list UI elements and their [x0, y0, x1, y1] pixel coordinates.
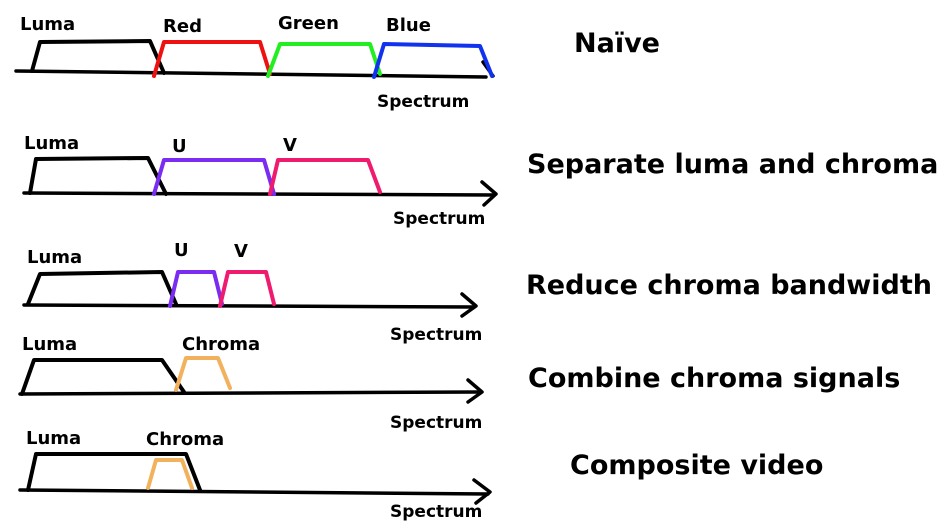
- row-reduce-axis-label: Spectrum: [390, 325, 482, 345]
- row-reduce-caption: Reduce chroma bandwidth: [526, 270, 932, 301]
- row-naive-band-red: [152, 40, 272, 78]
- row-naive-label-green: Green: [278, 13, 339, 34]
- row-separate-band-luma: [28, 156, 168, 196]
- row-naive-band-luma: [30, 39, 166, 75]
- row-naive-label-blue: Blue: [386, 15, 431, 36]
- row-separate-label-u: U: [172, 136, 187, 157]
- row-composite-label-chroma: Chroma: [146, 429, 224, 450]
- row-composite-axis-arrowhead: [472, 478, 492, 505]
- row-reduce-label-luma: Luma: [27, 247, 82, 268]
- row-combine-band-luma: [20, 358, 186, 396]
- row-reduce-band-luma: [26, 270, 178, 306]
- row-combine-axis: [18, 390, 482, 396]
- row-separate-label-luma: Luma: [24, 133, 79, 154]
- row-naive-label-luma: Luma: [20, 14, 75, 35]
- row-combine-axis-arrowhead: [466, 378, 484, 404]
- row-naive-axis-label: Spectrum: [377, 92, 469, 112]
- row-combine-caption: Combine chroma signals: [528, 363, 900, 394]
- row-composite-axis-label: Spectrum: [390, 502, 482, 522]
- row-combine: Luma Chroma Spectrum Combine chroma sign…: [18, 334, 900, 433]
- row-combine-band-chroma: [174, 356, 232, 392]
- row-composite: Luma Chroma Spectrum Composite video: [18, 428, 823, 522]
- row-composite-band-chroma: [146, 458, 194, 490]
- row-naive-axis: [14, 69, 488, 79]
- row-separate-axis-label: Spectrum: [393, 209, 485, 229]
- row-combine-axis-label: Spectrum: [390, 413, 482, 433]
- row-composite-band-luma: [26, 452, 202, 492]
- row-separate: Luma U V Spectrum Separate luma and chro…: [22, 133, 938, 229]
- row-separate-band-u: [152, 158, 276, 196]
- row-reduce-axis-arrowhead: [460, 292, 478, 318]
- row-naive-label-red: Red: [163, 16, 202, 37]
- row-reduce-band-v: [218, 270, 276, 308]
- row-reduce-label-u: U: [174, 240, 189, 261]
- row-composite-label-luma: Luma: [26, 428, 81, 449]
- row-separate-band-v: [268, 158, 382, 196]
- row-composite-axis: [18, 488, 490, 496]
- row-combine-label-chroma: Chroma: [182, 334, 260, 355]
- row-reduce-label-v: V: [234, 241, 248, 262]
- row-naive-band-blue: [372, 42, 494, 79]
- row-separate-label-v: V: [283, 135, 297, 156]
- row-separate-caption: Separate luma and chroma: [527, 149, 938, 180]
- row-composite-caption: Composite video: [570, 450, 823, 481]
- row-reduce-band-u: [168, 270, 224, 308]
- row-naive-band-green: [266, 42, 382, 78]
- row-reduce-axis: [22, 303, 476, 309]
- row-separate-axis-arrowhead: [480, 180, 498, 207]
- row-separate-axis: [22, 191, 496, 197]
- row-naive: Luma Red Green Blue Spectrum Naïve: [14, 13, 660, 112]
- row-reduce: Luma U V Spectrum Reduce chroma bandwidt…: [22, 240, 932, 345]
- row-naive-caption: Naïve: [574, 28, 660, 59]
- row-combine-label-luma: Luma: [22, 334, 77, 355]
